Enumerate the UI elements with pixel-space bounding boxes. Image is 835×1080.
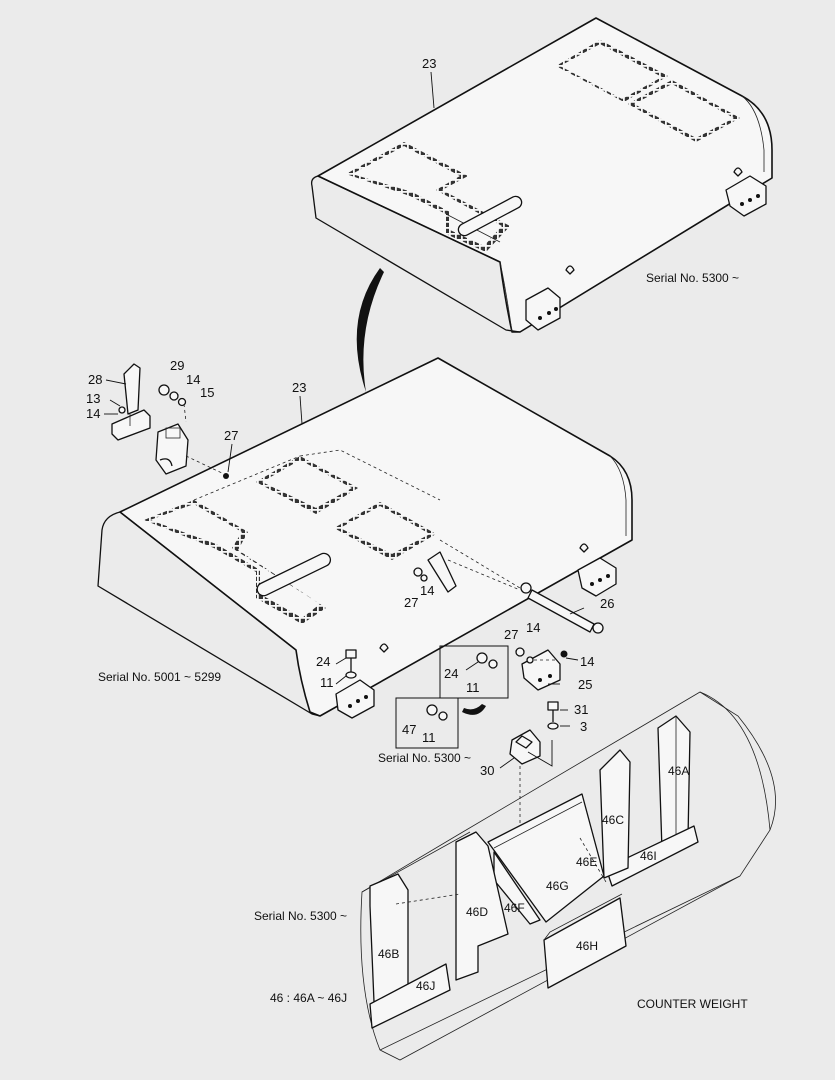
label-counter-weight: COUNTER WEIGHT	[637, 997, 748, 1011]
label-46I: 46I	[640, 849, 657, 863]
main-cover-bracket-front	[335, 679, 375, 719]
lock-bracket	[155, 423, 189, 475]
bolt-24-boxed	[465, 652, 498, 671]
top-cover-bracket-front	[525, 287, 561, 331]
label-11-c: 11	[422, 730, 436, 745]
label-24-a: 24	[316, 654, 330, 669]
small-arrow	[462, 704, 486, 715]
counter-weight-frame	[360, 691, 776, 1061]
block-46A	[657, 715, 691, 851]
stay-bracket	[427, 551, 457, 593]
label-29: 29	[170, 358, 184, 373]
block-46G	[487, 793, 605, 923]
block-46B	[369, 873, 409, 1003]
label-serial-5300-top: Serial No. 5300 ~	[646, 271, 739, 285]
label-serial-5300-bot: Serial No. 5300 ~	[254, 909, 347, 923]
label-30: 30	[480, 763, 494, 778]
label-11-a: 11	[320, 675, 334, 690]
label-13: 13	[86, 391, 100, 406]
label-serial-5300-mid: Serial No. 5300 ~	[378, 751, 471, 765]
block-46H	[543, 893, 627, 989]
label-46A: 46A	[668, 764, 689, 778]
block-46J	[369, 963, 451, 1029]
label-27-c: 27	[504, 627, 518, 642]
label-46J: 46J	[416, 979, 435, 993]
label-15: 15	[200, 385, 214, 400]
transition-arrow	[356, 268, 384, 392]
label-46C: 46C	[602, 813, 624, 827]
label-31: 31	[574, 702, 588, 717]
label-14-c: 14	[420, 583, 434, 598]
block-46C	[599, 749, 631, 879]
label-26: 26	[600, 596, 614, 611]
grommet-27	[223, 473, 229, 479]
label-27-a: 27	[224, 428, 238, 443]
label-14-e: 14	[580, 654, 594, 669]
label-46G: 46G	[546, 879, 569, 893]
top-engine-cover	[310, 17, 773, 333]
label-46F: 46F	[504, 901, 525, 915]
label-46H: 46H	[576, 939, 598, 953]
main-cover-bracket-rear	[577, 557, 617, 597]
label-46E: 46E	[576, 855, 597, 869]
block-46I	[605, 825, 699, 887]
latch-assembly	[111, 363, 151, 441]
bolt-stack-29	[158, 384, 187, 423]
label-46-range: 46 : 46A ~ 46J	[270, 991, 347, 1005]
block-46D	[455, 831, 509, 981]
callout-labels: 23 Serial No. 5300 ~ 28 29 14 15 13 14 2…	[86, 56, 748, 1011]
label-14-b: 14	[86, 406, 100, 421]
label-24-b: 24	[444, 666, 458, 681]
label-23-mid: 23	[292, 380, 306, 395]
bolt-47-boxed	[426, 704, 448, 721]
label-3: 3	[580, 719, 587, 734]
label-25: 25	[578, 677, 592, 692]
main-engine-cover	[97, 357, 633, 719]
label-47: 47	[402, 722, 416, 737]
label-46D: 46D	[466, 905, 488, 919]
bolt-31	[547, 701, 559, 730]
bracket-30	[509, 729, 541, 765]
serial-box-47	[395, 697, 459, 749]
label-46B: 46B	[378, 947, 399, 961]
bolt-24-left	[345, 649, 357, 679]
label-14-a: 14	[186, 372, 200, 387]
label-23-top: 23	[422, 56, 436, 71]
label-27-b: 27	[404, 595, 418, 610]
top-cover-bracket-rear	[725, 175, 767, 217]
label-serial-5001: Serial No. 5001 ~ 5299	[98, 670, 221, 684]
label-11-b: 11	[466, 680, 480, 695]
label-28: 28	[88, 372, 102, 387]
serial-box-24	[439, 645, 509, 699]
label-14-d: 14	[526, 620, 540, 635]
leader-lines	[104, 379, 585, 769]
leader-23-top	[430, 71, 435, 109]
